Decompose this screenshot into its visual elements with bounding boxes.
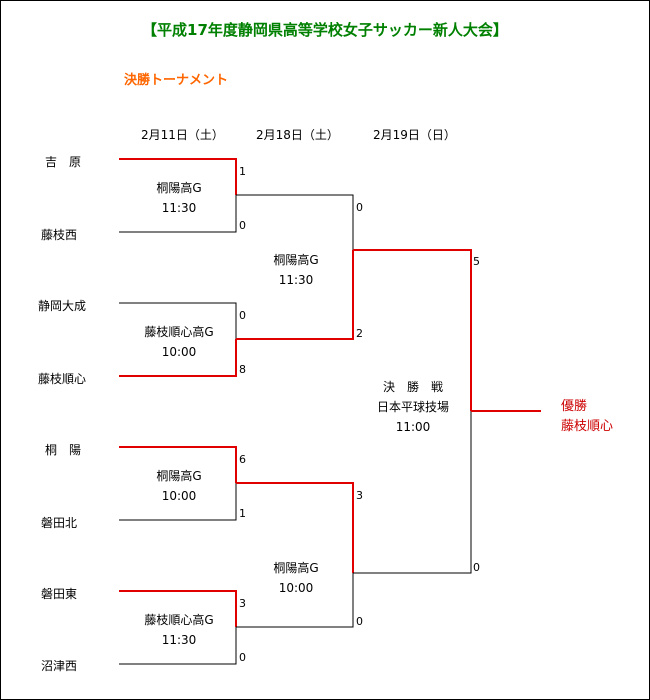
score-final-top: 5 [473, 255, 480, 268]
team-iwatakita: 磐田北 [41, 516, 78, 530]
date-round1: 2月11日（土） [141, 128, 224, 142]
line-yoshiwara [119, 158, 237, 195]
score-semi2-top: 3 [356, 489, 363, 502]
score-toyo: 6 [239, 453, 246, 466]
score-fujiedajunshin: 8 [239, 363, 246, 376]
page-subtitle: 決勝トーナメント [124, 73, 229, 88]
team-shizuokataisei: 静岡大成 [38, 299, 87, 313]
line-semi1-bottom [236, 250, 354, 340]
team-iwatahigashi: 磐田東 [41, 587, 78, 601]
line-semi2-top [236, 482, 354, 573]
team-fujiedanishi: 藤枝西 [41, 228, 78, 242]
team-fujiedajunshin: 藤枝順心 [38, 372, 87, 386]
page-title: 【平成17年度静岡県高等学校女子サッカー新人大会】 [142, 21, 508, 39]
team-yoshiwara: 吉 原 [45, 155, 82, 169]
score-iwatakita: 1 [239, 507, 246, 520]
score-semi1-top: 0 [356, 201, 363, 214]
score-shizuokataisei: 0 [239, 309, 246, 322]
date-round2: 2月18日（土） [256, 128, 339, 142]
line-toyo [119, 446, 237, 483]
date-final: 2月19日（日） [373, 128, 456, 142]
score-yoshiwara: 1 [239, 165, 246, 178]
line-iwatakita [119, 483, 237, 521]
team-toyo: 桐 陽 [45, 443, 82, 457]
score-numazunishi: 0 [239, 651, 246, 664]
champion-label: 優勝 藤枝順心 [561, 399, 614, 434]
team-numazunishi: 沼津西 [41, 659, 78, 673]
score-iwatahigashi: 3 [239, 597, 246, 610]
line-semi2-bottom [236, 573, 354, 628]
line-semi1-top [236, 194, 354, 250]
line-numazunishi [119, 627, 237, 665]
score-fujiedanishi: 0 [239, 219, 246, 232]
score-semi2-bottom: 0 [356, 615, 363, 628]
line-iwatahigashi [119, 590, 237, 627]
line-shizuokataisei [119, 302, 237, 339]
line-final-top [353, 249, 472, 411]
score-final-bottom: 0 [473, 561, 480, 574]
score-semi1-bottom: 2 [356, 327, 363, 340]
line-final-bottom [353, 411, 472, 574]
line-fujiedanishi [119, 195, 237, 233]
line-fujiedajunshin [119, 339, 237, 377]
